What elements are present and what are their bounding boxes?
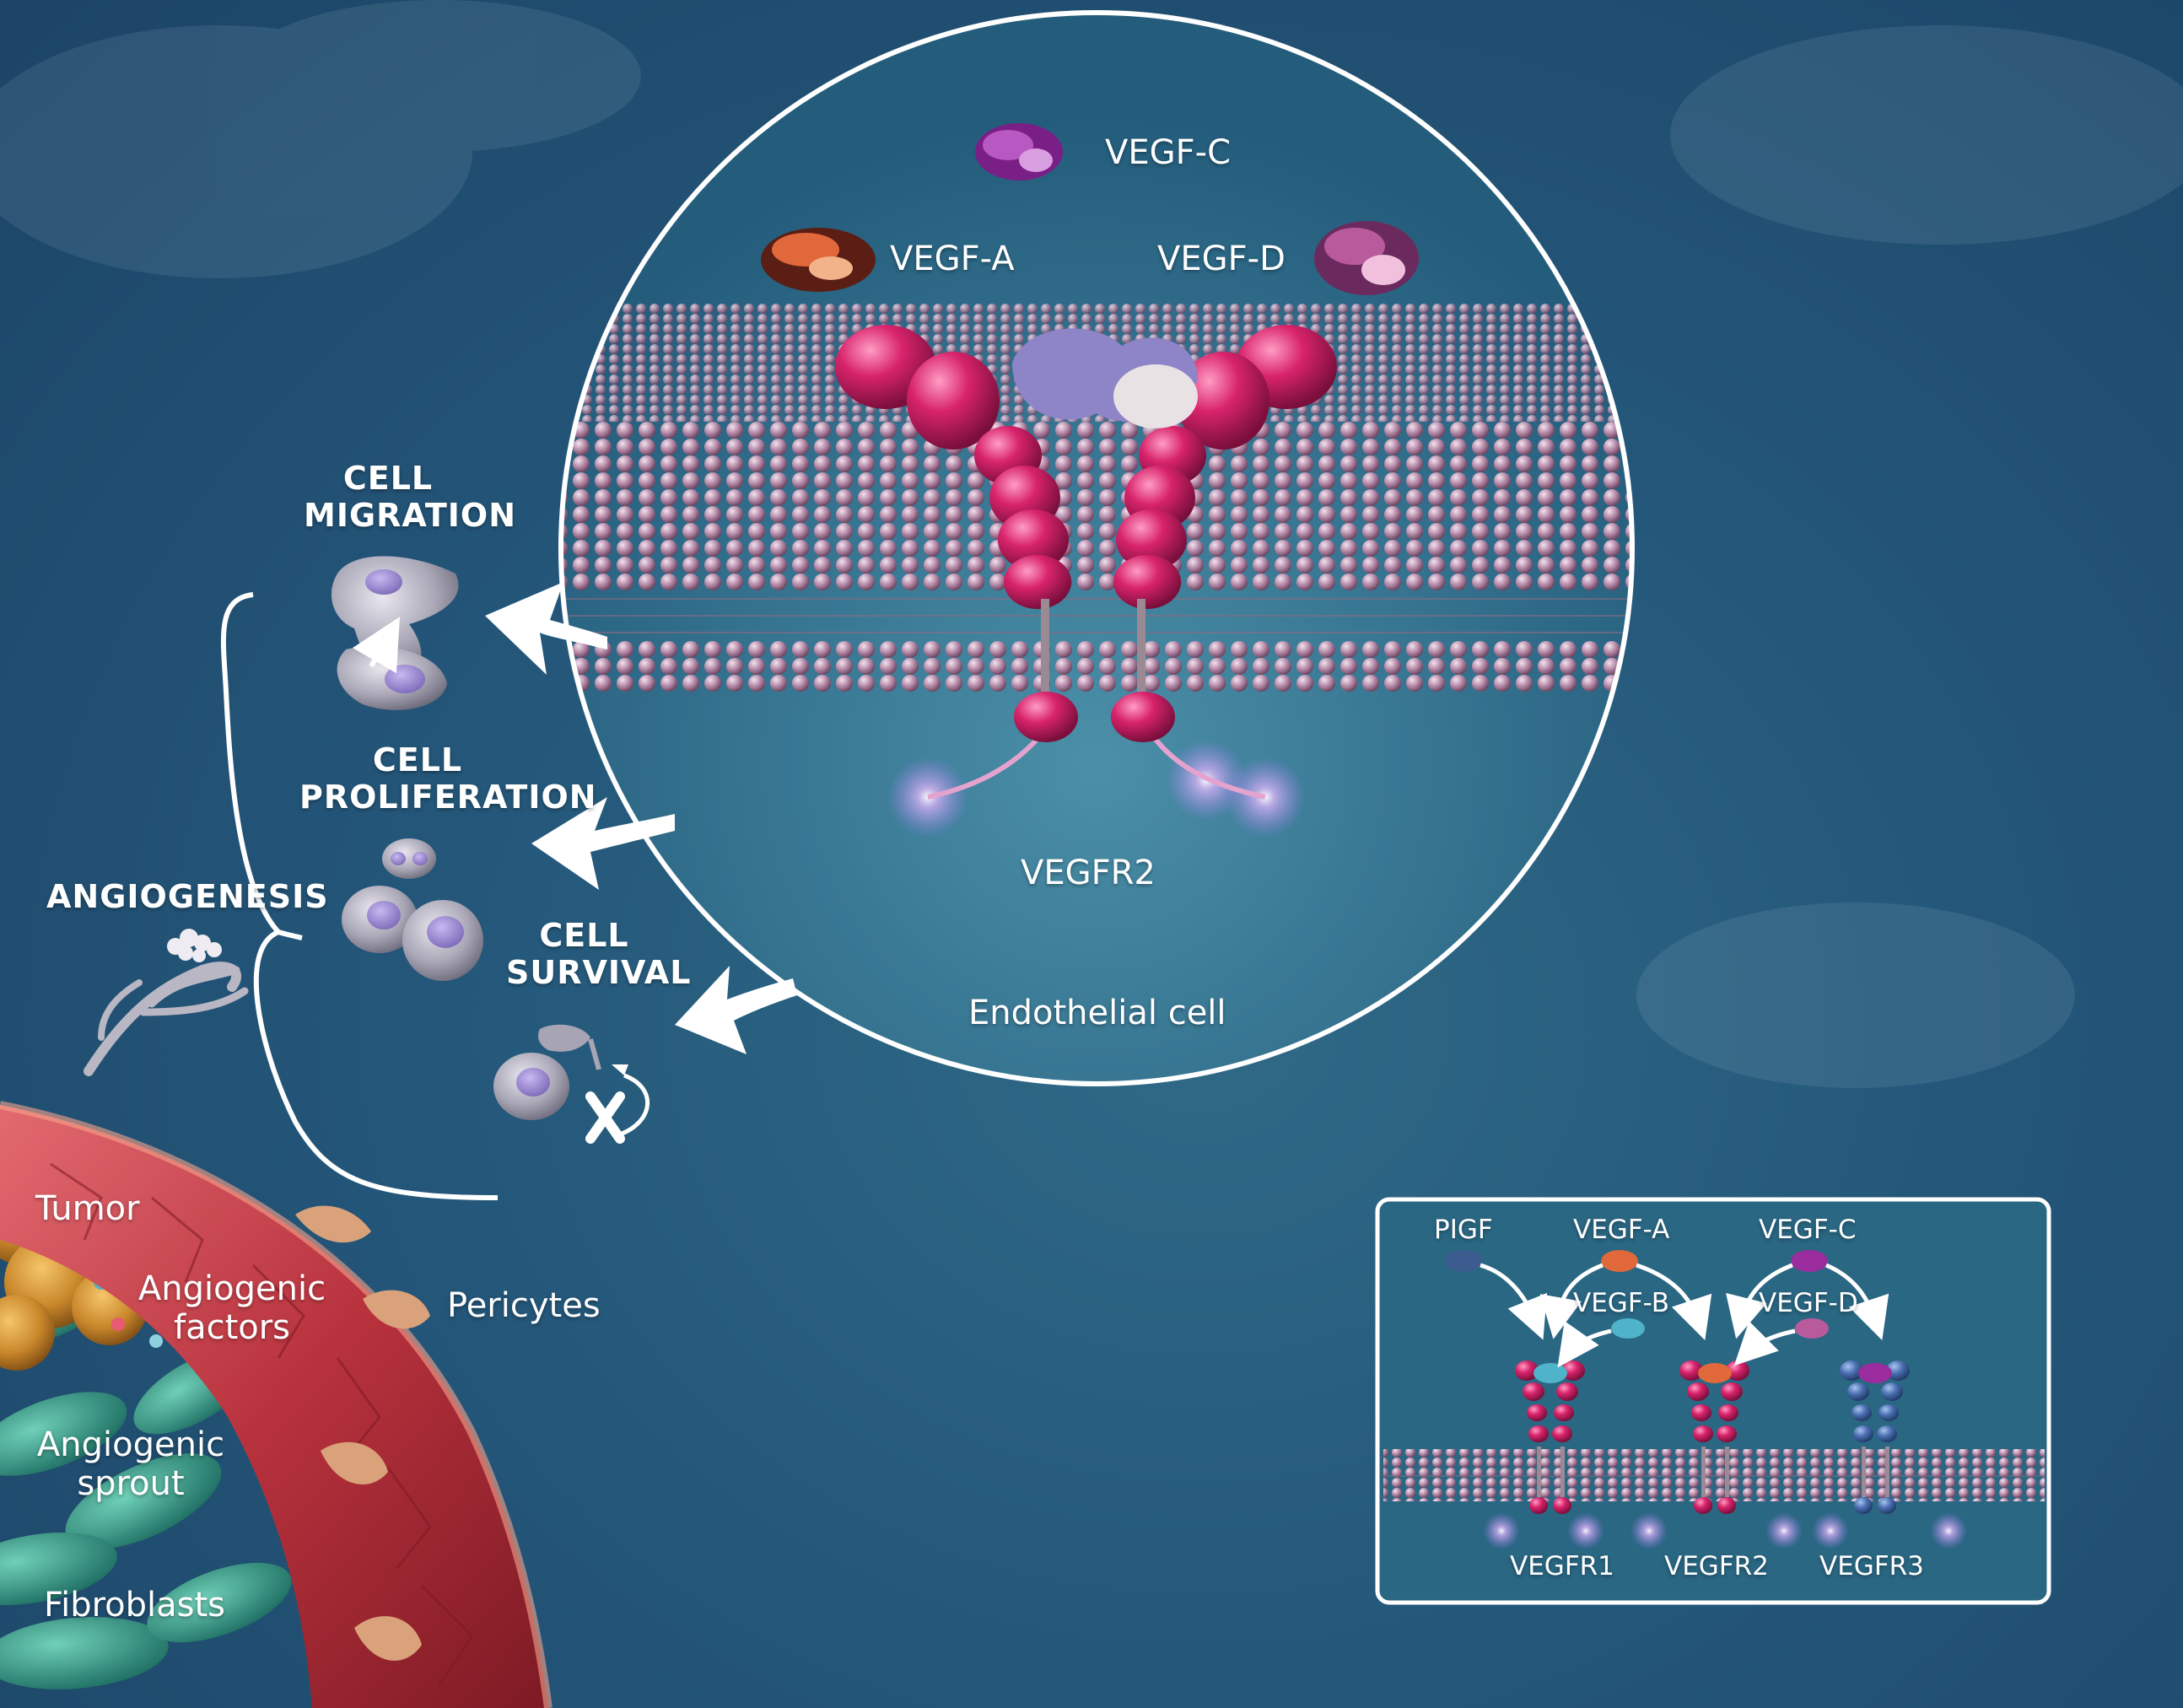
arrow-to-proliferation: [531, 797, 675, 890]
label-fibroblasts: Fibroblasts: [44, 1586, 226, 1624]
label-cell-survival: CELL SURVIVAL: [506, 917, 692, 991]
cell-survival-icon: [493, 1024, 650, 1144]
label-pericytes: Pericytes: [447, 1286, 601, 1325]
vegf-d-ligand: [1314, 221, 1419, 295]
inset-label-pigf: PIGF: [1434, 1215, 1493, 1245]
membrane-upper-leaflet: [561, 422, 1632, 590]
inset-label-vegf-b: VEGF-B: [1573, 1288, 1669, 1318]
label-vegf-a: VEGF-A: [890, 240, 1015, 278]
vegfr2-receptor: [1679, 1360, 1749, 1514]
inset-label-vegfr1: VEGFR1: [1510, 1551, 1614, 1581]
inset-vegf-b-ligand: [1611, 1318, 1645, 1339]
arrow-to-survival: [675, 966, 797, 1054]
label-vegf-d: VEGF-D: [1157, 240, 1286, 278]
label-cell-proliferation: CELL PROLIFERATION: [299, 741, 597, 816]
inset-binding-arrows: [1480, 1263, 1889, 1368]
vegfr3-receptor: [1840, 1360, 1910, 1514]
background-haze: [0, 0, 2183, 1088]
membrane-lower-leaflet: [561, 641, 1632, 692]
inset-label-vegf-c: VEGF-C: [1759, 1215, 1857, 1245]
label-angiogenic-sprout: Angiogenic sprout: [36, 1425, 225, 1503]
inset-vegf-a-ligand: [1601, 1250, 1638, 1272]
inset-label-vegfr2: VEGFR2: [1664, 1551, 1769, 1581]
inset-vegf-c-ligand: [1791, 1250, 1828, 1272]
outcome-bracket: [220, 592, 499, 1200]
vegfr2-dimer: [835, 325, 1337, 742]
arrow-to-migration: [485, 582, 607, 675]
label-angiogenic-factors: Angiogenic factors: [137, 1269, 326, 1347]
inset-label-vegfr3: VEGFR3: [1819, 1551, 1924, 1581]
vegf-a-ligand: [761, 228, 876, 292]
tissue-illustration: [0, 1101, 552, 1708]
cell-migration-icon: [331, 556, 459, 710]
zoom-circle-outline: [558, 10, 1635, 1086]
pigf-ligand: [1445, 1250, 1482, 1272]
label-cell-migration: CELL MIGRATION: [304, 460, 517, 534]
inset-label-vegf-a: VEGF-A: [1573, 1215, 1670, 1245]
angiogenesis-icon: [84, 929, 249, 1076]
inset-label-vegf-d: VEGF-D: [1759, 1288, 1858, 1318]
label-angiogenesis: ANGIOGENESIS: [46, 878, 329, 915]
x-mark-icon: [585, 1091, 625, 1144]
endothelial-zoom-circle: [558, 10, 1635, 1086]
label-vegfr2: VEGFR2: [1021, 854, 1156, 892]
label-tumor: Tumor: [35, 1189, 140, 1228]
label-endothelial-cell: Endothelial cell: [968, 994, 1226, 1032]
outcome-arrows: [485, 582, 797, 1054]
inset-vegf-d-ligand: [1795, 1318, 1829, 1339]
vegf-c-ligand: [975, 123, 1063, 180]
receptor-inset-panel: [1375, 1197, 2051, 1605]
label-vegf-c: VEGF-C: [1105, 133, 1232, 172]
cell-proliferation-icon: [342, 838, 483, 981]
